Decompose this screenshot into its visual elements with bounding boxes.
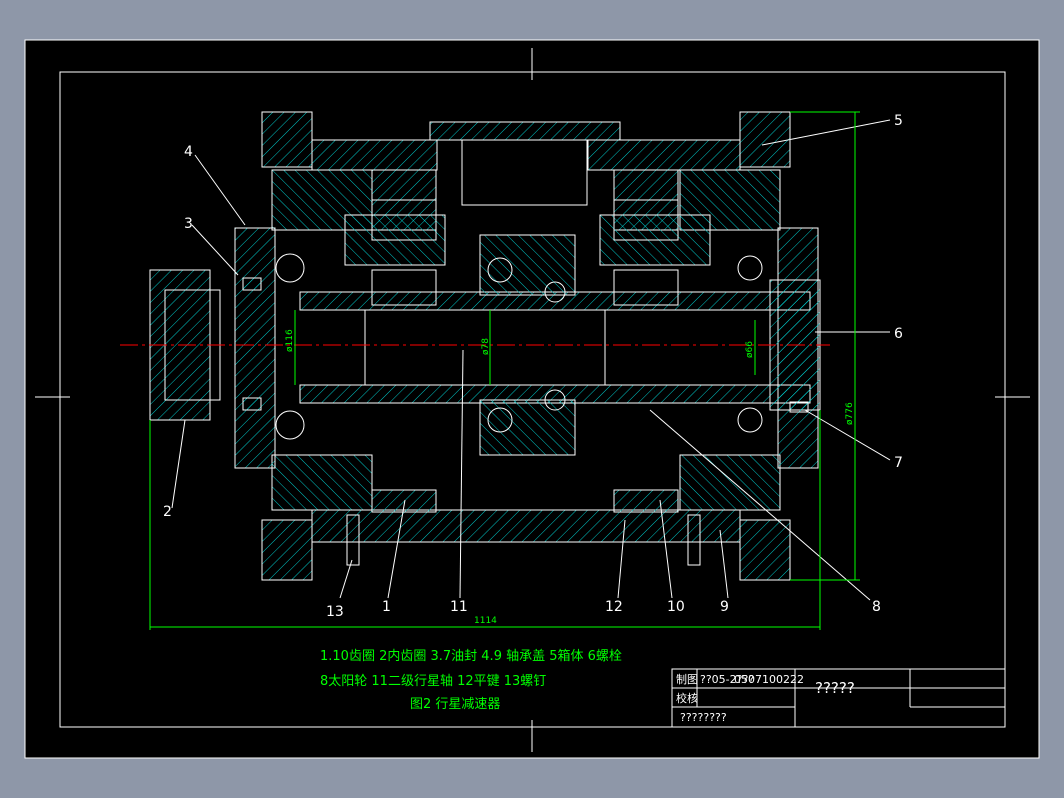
title-block-row1-label: 制图 <box>676 673 698 686</box>
part-label-11: 11 <box>450 599 468 615</box>
dimension-lines <box>149 111 860 630</box>
title-block-title: ????? <box>815 679 855 697</box>
title-block-row1-value: ??05-2??? <box>700 673 754 686</box>
dim-d78: ø78 <box>481 338 491 355</box>
title-block-row2-label: 校核 <box>676 691 698 705</box>
part-label-3: 3 <box>184 216 193 232</box>
note-line-2: 8太阳轮 11二级行星轴 12平键 13螺钉 <box>320 674 546 689</box>
part-label-6: 6 <box>894 326 903 342</box>
part-label-7: 7 <box>894 455 903 471</box>
title-block <box>671 668 1006 728</box>
dim-d116: ø116 <box>285 329 295 352</box>
sheet-border <box>24 39 1040 759</box>
title-block-row1-code: 0507100222 <box>734 673 804 686</box>
title-block-bottom: ???????? <box>680 711 727 724</box>
dim-width: 1114 <box>474 616 497 626</box>
part-label-4: 4 <box>184 144 193 160</box>
part-label-12: 12 <box>605 599 623 615</box>
dim-d66: ø66 <box>745 341 755 358</box>
part-label-9: 9 <box>720 599 729 615</box>
note-line-1: 1.10齿圈 2内齿圈 3.7油封 4.9 轴承盖 5箱体 6螺栓 <box>320 648 622 664</box>
leader-lines <box>171 119 891 601</box>
dim-d776: ø776 <box>845 402 855 425</box>
figure-caption: 图2 行星减速器 <box>410 697 500 712</box>
part-label-1: 1 <box>382 599 391 615</box>
part-label-8: 8 <box>872 599 881 615</box>
gearbox-section <box>120 111 830 581</box>
part-label-5: 5 <box>894 113 903 129</box>
part-label-2: 2 <box>163 504 172 520</box>
part-label-10: 10 <box>667 599 685 615</box>
part-label-13: 13 <box>326 604 344 620</box>
